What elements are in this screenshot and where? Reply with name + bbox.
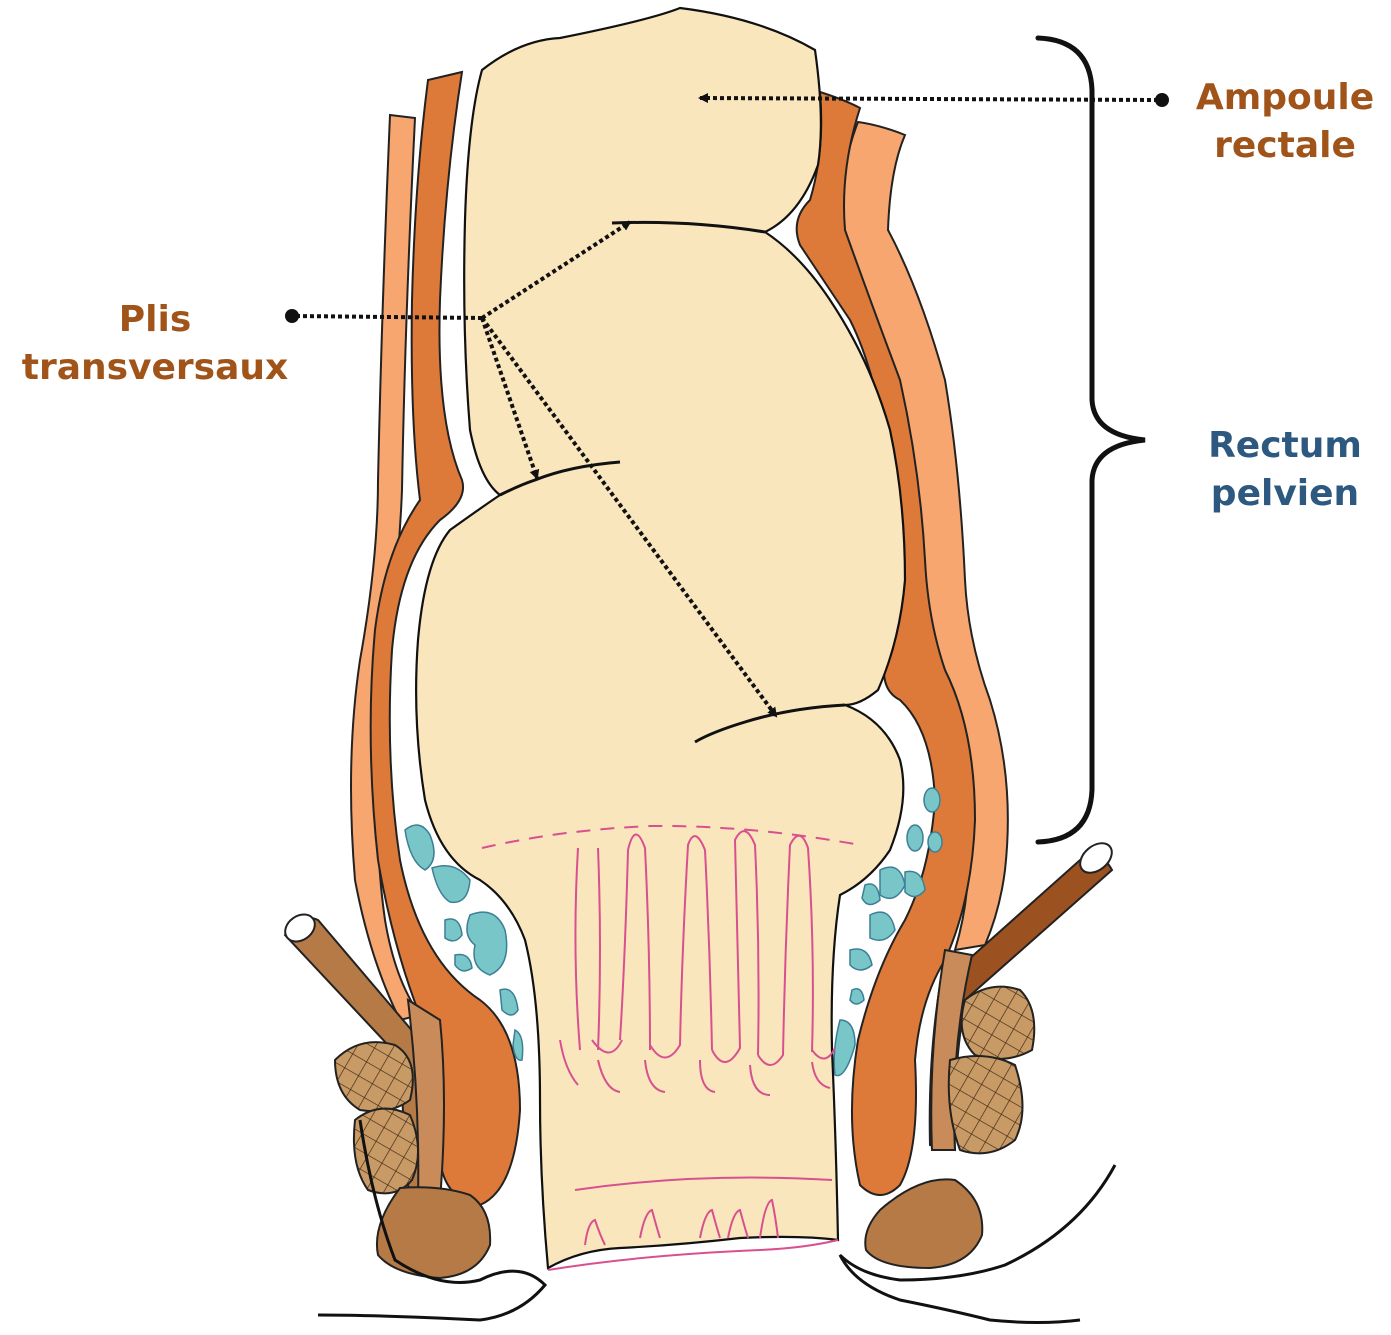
label-ampoule-rectale: Ampoule rectale [1180,74,1390,170]
label-ampoule-line2: rectale [1180,122,1390,170]
label-plis-transversaux: Plis transversaux [10,296,300,392]
label-rectum-pelvien: Rectum pelvien [1180,422,1390,518]
label-rectum-line2: pelvien [1180,470,1390,518]
label-ampoule-line1: Ampoule [1180,74,1390,122]
rectum-pelvien-brace [1038,38,1145,842]
external-sphincter-left [335,1042,418,1193]
subcutaneous-sphincter-left [377,1187,490,1278]
label-plis-line1: Plis [10,296,300,344]
label-plis-line2: transversaux [10,344,300,392]
label-rectum-line1: Rectum [1180,422,1390,470]
external-sphincter-right [949,987,1035,1154]
